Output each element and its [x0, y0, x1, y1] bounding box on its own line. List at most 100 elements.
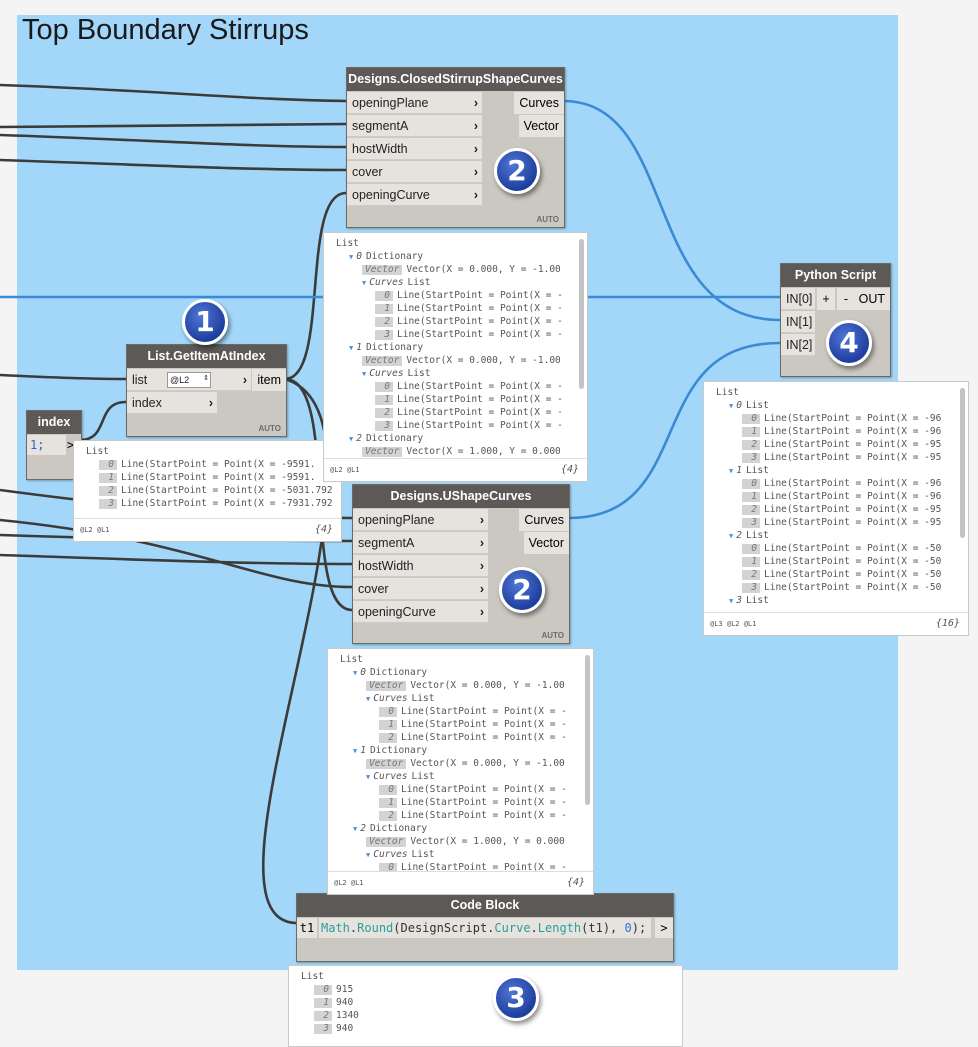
output-port-vector[interactable]: Vector: [518, 115, 564, 137]
scrollbar[interactable]: [585, 655, 590, 805]
output-port[interactable]: >: [655, 918, 673, 938]
input-port-in1[interactable]: IN[1]: [781, 311, 815, 333]
expand-triangle-icon[interactable]: ▼: [729, 467, 734, 475]
expand-triangle-icon[interactable]: ▼: [729, 402, 734, 410]
item-value: Line(StartPoint = Point(X = -7931.792: [121, 498, 333, 509]
add-input-button[interactable]: +: [817, 288, 835, 310]
item-value: Line(StartPoint = Point(X = -: [397, 329, 563, 340]
list-header: List: [340, 654, 363, 665]
expand-triangle-icon[interactable]: ▼: [729, 597, 734, 605]
wire: [0, 158, 347, 172]
index-node[interactable]: index 1; >: [26, 410, 82, 480]
wire: [0, 518, 353, 589]
input-port-hostwidth[interactable]: hostWidth›: [347, 138, 482, 160]
input-port-segmenta[interactable]: segmentA›: [347, 115, 482, 137]
input-port-openingplane[interactable]: openingPlane›: [353, 509, 488, 531]
closed-stirrup-node[interactable]: Designs.ClosedStirrupShapeCurves opening…: [346, 67, 565, 228]
ushape-node[interactable]: Designs.UShapeCurves openingPlane›segmen…: [352, 484, 570, 644]
input-port-openingcurve[interactable]: openingCurve›: [353, 601, 488, 623]
item-index: 1: [360, 745, 366, 756]
expand-triangle-icon[interactable]: ▼: [729, 532, 734, 540]
expand-triangle-icon[interactable]: ▼: [349, 253, 354, 261]
input-port-openingcurve[interactable]: openingCurve›: [347, 184, 482, 206]
expand-triangle-icon[interactable]: ▼: [362, 370, 367, 378]
expand-triangle-icon[interactable]: ▼: [353, 669, 358, 677]
output-port-out[interactable]: OUT: [853, 288, 890, 310]
item-index: 3: [742, 453, 760, 463]
expand-triangle-icon[interactable]: ▼: [366, 773, 371, 781]
input-port-in0[interactable]: IN[0]: [781, 288, 815, 310]
input-port-t1[interactable]: t1: [297, 918, 317, 938]
expand-triangle-icon[interactable]: ▼: [349, 435, 354, 443]
step-badge-1: 1: [182, 299, 228, 345]
expand-triangle-icon[interactable]: ▼: [349, 344, 354, 352]
code-block-node[interactable]: Code Block t1 Math.Round(DesignScript.Cu…: [296, 893, 674, 962]
item-index: 1: [379, 798, 397, 808]
remove-input-button[interactable]: -: [837, 288, 855, 310]
list-levels: @L2 @L1: [330, 466, 360, 474]
scrollbar[interactable]: [579, 239, 584, 389]
expand-triangle-icon[interactable]: ▼: [353, 747, 358, 755]
input-port-hostwidth[interactable]: hostWidth›: [353, 555, 488, 577]
expand-triangle-icon[interactable]: ▼: [366, 851, 371, 859]
item-index: 2: [379, 733, 397, 743]
python-script-node[interactable]: Python Script IN[0] IN[1] IN[2] + - OUT: [780, 263, 891, 377]
input-port-index[interactable]: index›: [127, 392, 217, 414]
input-port-list[interactable]: list @L2⇕ ›: [127, 369, 251, 391]
output-port-curves[interactable]: Curves: [514, 92, 564, 114]
output-port-vector[interactable]: Vector: [523, 532, 569, 554]
spinner-icon[interactable]: ⇕: [203, 375, 209, 382]
node-title[interactable]: Code Block: [297, 894, 673, 917]
node-title[interactable]: index: [27, 411, 81, 434]
code-token: (t1),: [581, 921, 625, 935]
expand-triangle-icon[interactable]: ▼: [362, 279, 367, 287]
expand-triangle-icon[interactable]: ▼: [353, 825, 358, 833]
input-port-cover[interactable]: cover›: [347, 161, 482, 183]
node-title[interactable]: Designs.UShapeCurves: [353, 485, 569, 508]
output-port[interactable]: >: [67, 438, 75, 452]
output-port-curves[interactable]: Curves: [519, 509, 569, 531]
list-level-stepper[interactable]: @L2⇕: [167, 372, 211, 388]
chevron-right-icon: ›: [208, 396, 213, 410]
code-input[interactable]: 1;: [27, 435, 66, 455]
input-port-in2[interactable]: IN[2]: [781, 334, 815, 356]
node-title[interactable]: Python Script: [781, 264, 890, 287]
chevron-right-icon: ›: [473, 188, 478, 202]
node-title[interactable]: List.GetItemAtIndex: [127, 345, 286, 368]
get-item-at-index-node[interactable]: List.GetItemAtIndex list @L2⇕ › index› i…: [126, 344, 287, 437]
item-value: Dictionary: [365, 251, 424, 262]
output-port-item[interactable]: item: [252, 369, 286, 391]
scrollbar[interactable]: [960, 388, 965, 538]
input-port-segmenta[interactable]: segmentA›: [353, 532, 488, 554]
list-item: 1 Line(StartPoint = Point(X = -: [340, 796, 593, 809]
item-value: Line(StartPoint = Point(X = -: [401, 797, 567, 808]
input-port-cover[interactable]: cover›: [353, 578, 488, 600]
node-title[interactable]: Designs.ClosedStirrupShapeCurves: [347, 68, 564, 91]
expand-triangle-icon[interactable]: ▼: [366, 695, 371, 703]
code-editor[interactable]: Math.Round(DesignScript.Curve.Length(t1)…: [319, 918, 651, 938]
input-port-openingplane[interactable]: openingPlane›: [347, 92, 482, 114]
group-title[interactable]: Top Boundary Stirrups: [22, 14, 309, 46]
